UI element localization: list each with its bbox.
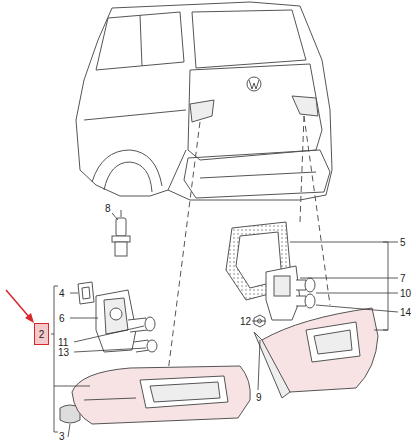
callout-number: 9 [255, 392, 263, 403]
callout-number: 7 [399, 273, 407, 284]
callout-number: 5 [399, 237, 407, 248]
callout-number: 8 [104, 203, 112, 214]
callout-number: 3 [58, 431, 66, 442]
callout-number: 10 [399, 288, 412, 299]
callout-number: 14 [399, 307, 412, 318]
callout-number: 13 [57, 347, 70, 358]
callout-number: 12 [239, 316, 252, 327]
callout-number: 2 [39, 329, 45, 340]
pointer-arrow [6, 290, 34, 323]
callout-number: 6 [58, 313, 66, 324]
callout-number: 4 [58, 288, 66, 299]
highlight-box: 2 [34, 323, 49, 345]
